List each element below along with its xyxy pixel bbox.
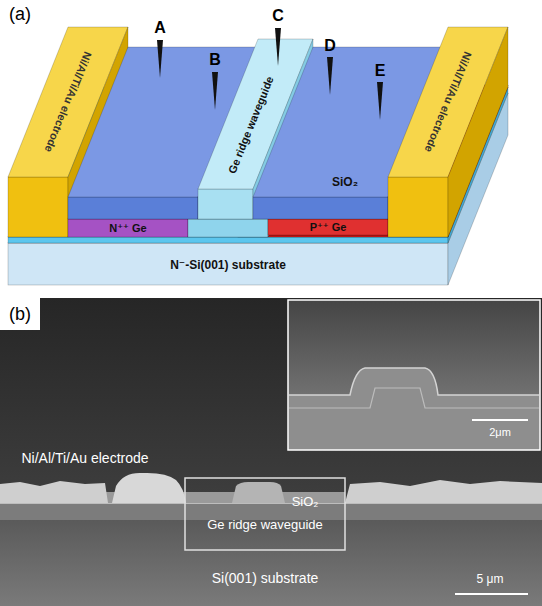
layer-label: P⁺⁺ Ge xyxy=(310,221,347,234)
probe-letter: D xyxy=(324,37,336,55)
probe-letter: A xyxy=(154,19,166,37)
oxide-label: SiO₂ xyxy=(292,495,319,510)
probe-marker xyxy=(212,72,218,110)
substrate-label: N⁻-Si(001) substrate xyxy=(170,259,286,273)
device-3d-schematic xyxy=(8,27,508,285)
probe-marker xyxy=(275,28,281,66)
ridge-front xyxy=(198,189,253,219)
sem-electrode xyxy=(112,473,186,503)
sem-image xyxy=(0,298,542,606)
inset-profile-edge xyxy=(289,368,539,395)
sem-background xyxy=(0,298,542,606)
n-ge-front xyxy=(68,219,188,237)
inset-image xyxy=(288,300,540,450)
probe-letter: C xyxy=(272,7,284,25)
probe-marker xyxy=(157,40,163,78)
electrode-label: Ni/Al/Ti/Au electrode xyxy=(21,450,148,466)
inset-profile xyxy=(289,368,539,449)
sem-substrate xyxy=(0,520,542,606)
oxide-front xyxy=(253,197,388,219)
electrode-front xyxy=(388,177,448,237)
probe-marker xyxy=(327,57,333,95)
label-patch xyxy=(0,298,40,330)
substrate-label: Si(001) substrate xyxy=(212,570,319,586)
scale-bar-label: 2μm xyxy=(489,426,511,439)
sem-electrode xyxy=(0,481,108,503)
probe-letter: B xyxy=(209,51,221,69)
probe-marker xyxy=(377,82,383,120)
buffer-layer-front xyxy=(8,237,448,243)
oxide-label: SiO₂ xyxy=(332,176,358,190)
layer-label: N⁺⁺ Ge xyxy=(109,222,146,235)
probe-markers xyxy=(157,28,383,120)
p-ge-front xyxy=(268,219,388,235)
sem-ridge xyxy=(232,482,285,503)
scale-bar xyxy=(472,419,528,421)
sem-electrode xyxy=(345,480,542,503)
substrate-front xyxy=(8,243,448,285)
inset-ridge-edge xyxy=(289,388,539,408)
scale-bar-label: 5 μm xyxy=(477,573,504,587)
panel-label: (b) xyxy=(9,304,31,325)
electrode-front xyxy=(8,177,68,237)
zoom-frame xyxy=(185,478,345,550)
panel-label: (a) xyxy=(9,4,31,25)
waveguide-label: Ge ridge waveguide xyxy=(207,518,323,533)
oxide-front xyxy=(68,197,198,219)
electrode-side xyxy=(448,27,508,237)
probe-letter: E xyxy=(375,62,386,80)
ge-layer-front xyxy=(188,219,268,237)
scale-bar xyxy=(455,593,528,595)
